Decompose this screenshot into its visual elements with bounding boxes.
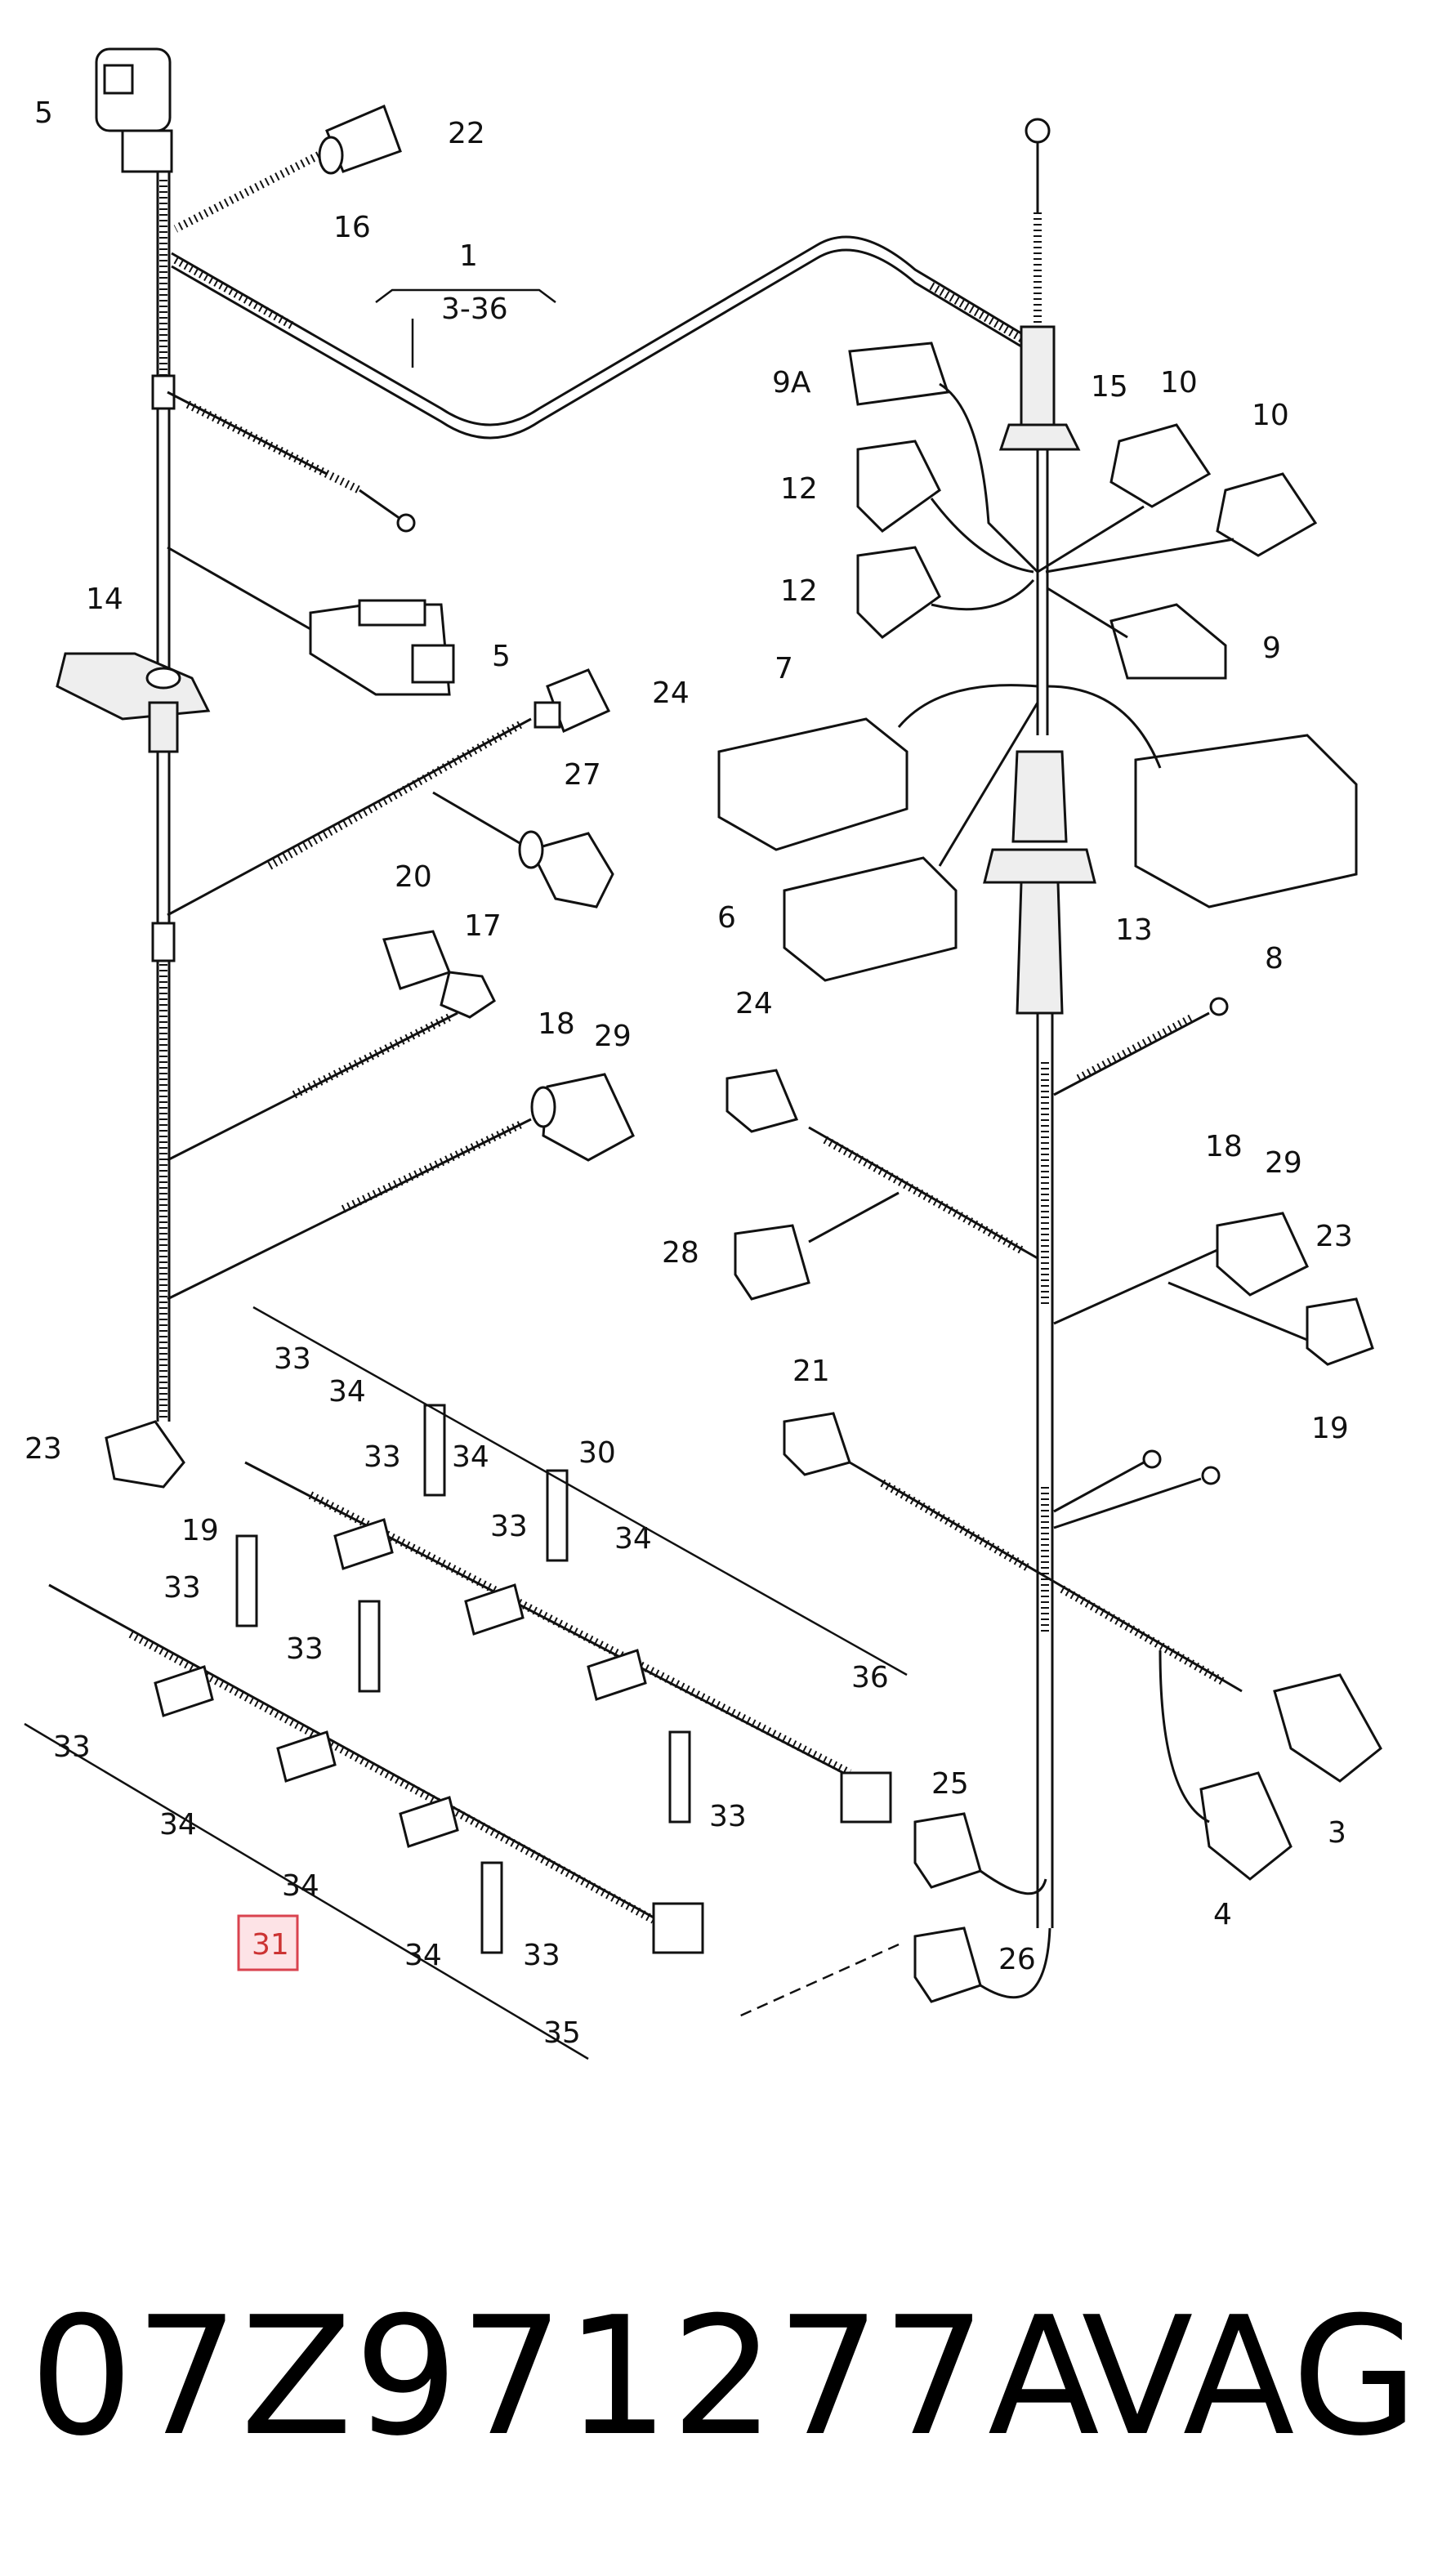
connector-18-29-left[interactable] — [530, 1073, 635, 1162]
part-number: 07Z971277A — [29, 2282, 1101, 2472]
relay-plate-7[interactable] — [717, 717, 909, 851]
group-range: 3-36 — [441, 292, 508, 326]
callout-23: 23 — [25, 1432, 62, 1466]
connector-24-right[interactable] — [726, 1069, 799, 1133]
callout-22: 22 — [448, 117, 485, 150]
callout-7: 7 — [775, 652, 793, 685]
callout-16: 16 — [333, 211, 371, 244]
connector-28[interactable] — [734, 1224, 810, 1301]
connector-5-middle[interactable] — [309, 599, 455, 696]
callout-34: 34 — [159, 1808, 197, 1842]
callout-3: 3 — [1328, 1816, 1346, 1850]
callout-20: 20 — [395, 860, 432, 894]
connector-25[interactable] — [913, 1812, 982, 1889]
callout-33: 33 — [53, 1730, 91, 1764]
callout-34: 34 — [282, 1869, 319, 1903]
callout-labels: 5 22 16 14 5 24 27 20 17 18 29 23 19 9A … — [25, 96, 1353, 2050]
sub-harness-31[interactable] — [48, 1534, 704, 1954]
callout-34: 34 — [404, 1939, 442, 1972]
callout-33: 33 — [286, 1632, 324, 1666]
callout-19: 19 — [1311, 1412, 1349, 1445]
callout-24: 24 — [735, 987, 773, 1020]
callout-10: 10 — [1252, 399, 1289, 432]
connector-17[interactable] — [440, 971, 496, 1019]
connector-26[interactable] — [913, 1926, 982, 2003]
fuse-box-8[interactable] — [1134, 734, 1358, 909]
connector-18-29-right[interactable] — [1216, 1212, 1309, 1297]
callout-5: 5 — [492, 640, 511, 673]
connector-5-top[interactable] — [95, 47, 173, 173]
bracket-9 — [1109, 603, 1227, 680]
callout-34: 34 — [328, 1375, 366, 1409]
connector-3[interactable] — [1273, 1673, 1382, 1783]
callout-18: 18 — [1205, 1130, 1243, 1163]
callout-17: 17 — [464, 909, 502, 943]
callout-9: 9 — [1262, 632, 1281, 665]
right-harness-trunk — [983, 118, 1096, 1928]
callout-26: 26 — [998, 1943, 1036, 1976]
callout-13: 13 — [1115, 913, 1153, 947]
callout-33: 33 — [163, 1571, 201, 1605]
callout-35: 35 — [543, 2016, 581, 2050]
highlighted-callout-31[interactable]: 31 — [237, 1914, 299, 1971]
connector-23-19-right[interactable] — [1306, 1297, 1374, 1366]
callout-14: 14 — [86, 583, 123, 616]
callout-33: 33 — [709, 1800, 747, 1833]
relay-10-a[interactable] — [1109, 423, 1212, 508]
callout-34: 34 — [614, 1522, 652, 1556]
callout-29: 29 — [1265, 1146, 1302, 1180]
wiring-harness-diagram: 5 22 16 14 5 24 27 20 17 18 29 23 19 9A … — [24, 47, 1382, 2060]
connector-23-19-left[interactable] — [105, 1420, 185, 1489]
connector-20[interactable] — [382, 930, 451, 990]
relay-plate-6[interactable] — [783, 856, 958, 982]
connector-27[interactable] — [518, 830, 614, 909]
connector-22[interactable] — [318, 104, 402, 175]
callout-4: 4 — [1213, 1898, 1232, 1931]
relay-12-b[interactable] — [856, 546, 941, 639]
callout-19: 19 — [181, 1514, 219, 1547]
sub-harness-30[interactable] — [244, 1404, 892, 1824]
brand-name: VAG — [1081, 2282, 1418, 2472]
relay-10-b[interactable] — [1216, 472, 1318, 557]
callout-33: 33 — [274, 1342, 311, 1376]
callout-21: 21 — [792, 1355, 830, 1388]
connector-4[interactable] — [1199, 1771, 1293, 1881]
callout-36: 36 — [851, 1661, 889, 1694]
callout-12: 12 — [780, 574, 818, 608]
callout-33: 33 — [364, 1440, 401, 1474]
callout-10: 10 — [1160, 366, 1198, 400]
callout-33: 33 — [523, 1939, 560, 1972]
relay-12-a[interactable] — [856, 440, 941, 533]
connector-21[interactable] — [783, 1412, 851, 1476]
svg-text:31: 31 — [252, 1928, 289, 1962]
connector-9A[interactable] — [848, 342, 949, 406]
group-label: 1 — [459, 239, 478, 273]
callout-34: 34 — [452, 1440, 489, 1474]
callout-6: 6 — [717, 901, 736, 935]
bracket-14 — [56, 652, 211, 753]
callout-23: 23 — [1315, 1220, 1353, 1253]
callout-15: 15 — [1091, 370, 1128, 404]
callout-30: 30 — [578, 1436, 616, 1470]
footer-caption: 07Z971277A VAG — [0, 2271, 1451, 2484]
callout-8: 8 — [1265, 942, 1284, 975]
callout-25: 25 — [931, 1767, 969, 1801]
callout-28: 28 — [662, 1236, 699, 1270]
callout-29: 29 — [594, 1020, 632, 1053]
callout-24: 24 — [652, 676, 690, 710]
callout-33: 33 — [490, 1510, 528, 1543]
callout-9A: 9A — [772, 366, 811, 400]
callout-27: 27 — [564, 758, 601, 792]
callout-12: 12 — [780, 472, 818, 506]
connector-24-top[interactable] — [534, 668, 611, 734]
callout-5: 5 — [34, 96, 53, 130]
callout-18: 18 — [538, 1007, 575, 1041]
left-harness-trunk — [151, 163, 176, 1422]
